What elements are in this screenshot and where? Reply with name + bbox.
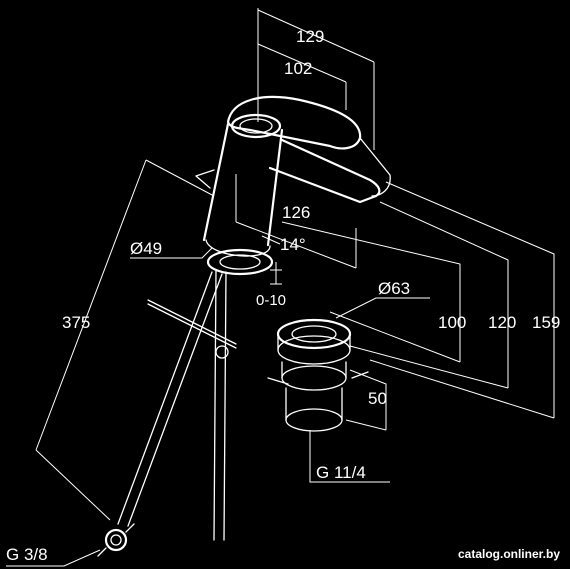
faucet-body: [147, 95, 391, 359]
label-hose-length: 375: [62, 313, 90, 332]
dimension-labels: 129 102 126 14° Ø49 0-10 Ø63 100 120 159…: [6, 27, 560, 564]
dimension-lines: [6, 8, 555, 567]
label-width-overall: 129: [296, 27, 324, 46]
label-drain-height: 50: [368, 389, 387, 408]
supply-hose: [97, 269, 227, 557]
label-height-159: 159: [532, 313, 560, 332]
label-spout-reach: 126: [282, 203, 310, 222]
label-angle: 14°: [280, 235, 306, 254]
watermark: catalog.onliner.by: [457, 547, 560, 561]
drain-assembly: [267, 318, 369, 432]
label-height-120: 120: [488, 313, 516, 332]
label-hose-thread: G 3/8: [6, 545, 48, 564]
label-body-diameter: Ø49: [130, 239, 162, 258]
label-drain-thread: G 11/4: [316, 463, 366, 482]
label-adjust-range: 0-10: [256, 292, 286, 309]
label-width-spout: 102: [284, 59, 312, 78]
label-drain-diameter: Ø63: [378, 279, 410, 298]
label-height-100: 100: [438, 313, 466, 332]
